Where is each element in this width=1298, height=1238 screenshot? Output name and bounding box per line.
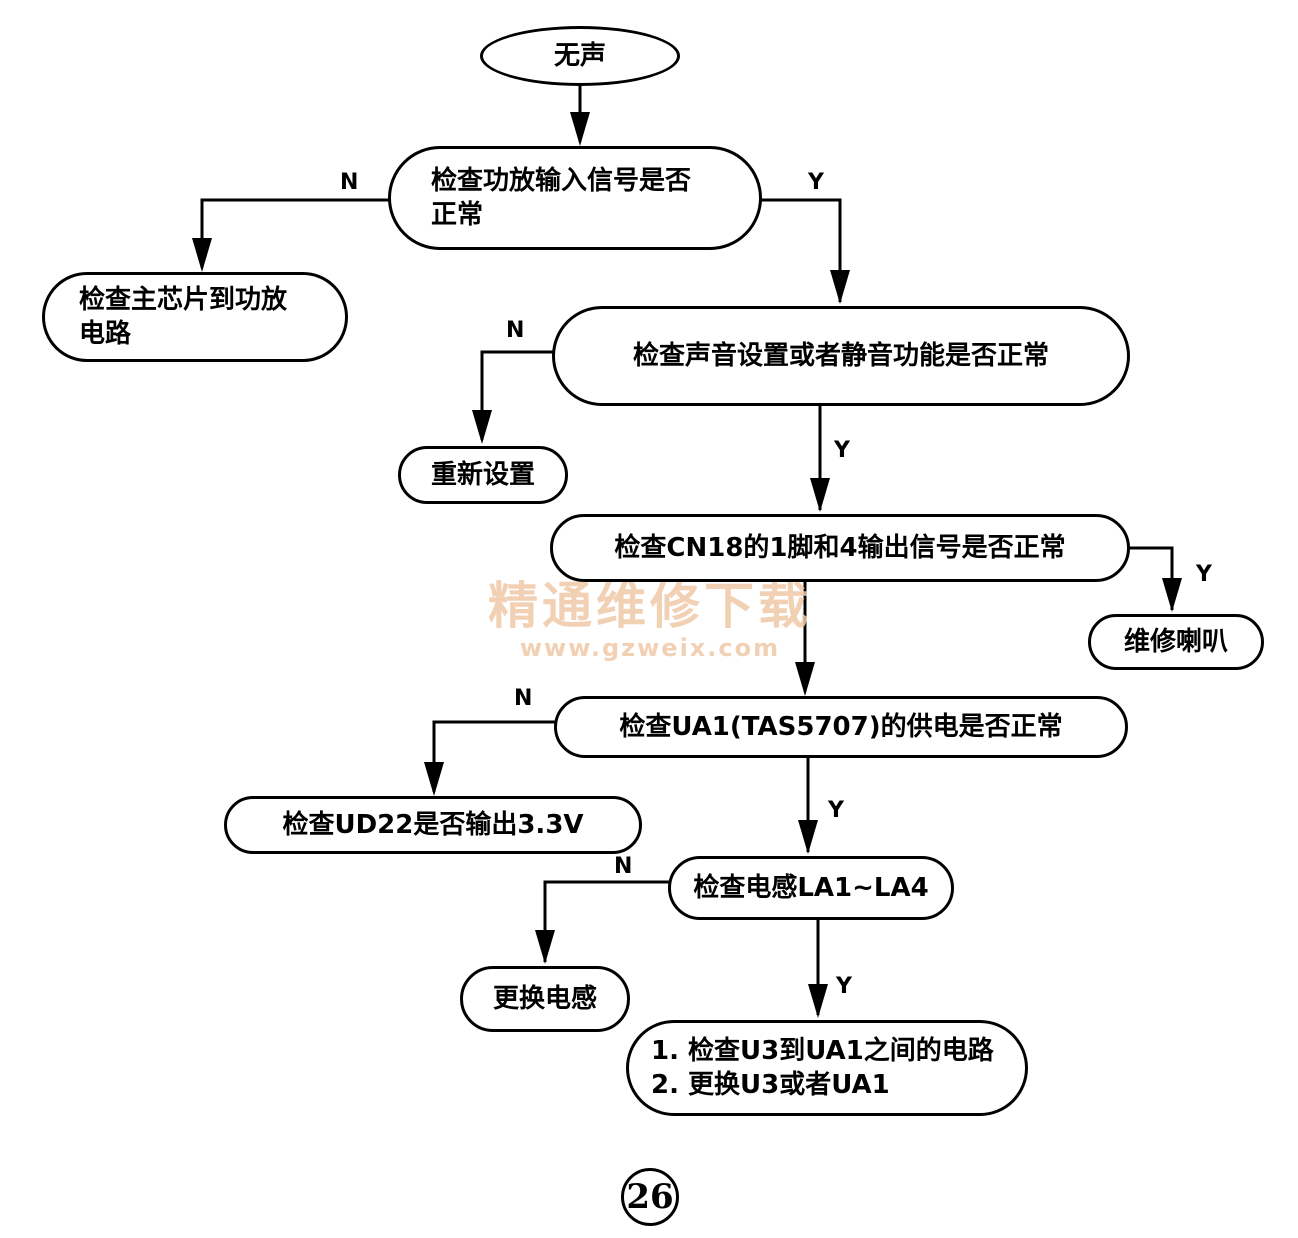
- connector-sound-no: [480, 350, 555, 440]
- node-repair-speaker: 维修喇叭: [1088, 614, 1264, 670]
- arrowhead-ua1-no: [424, 762, 444, 796]
- node-check-main-chip-line1: 检查主芯片到功放: [79, 285, 288, 315]
- arrowhead-inductor-no: [535, 930, 555, 964]
- node-check-main-chip: 检查主芯片到功放 电路: [42, 272, 348, 362]
- label-yes-amp: Y: [808, 170, 824, 195]
- connector-inductor-no: [543, 880, 670, 962]
- node-start: 无声: [480, 26, 680, 86]
- node-check-amp-input: 检查功放输入信号是否 正常: [388, 146, 762, 250]
- node-reset: 重新设置: [398, 446, 568, 504]
- node-check-sound-settings-label: 检查声音设置或者静音功能是否正常: [632, 341, 1049, 371]
- connector-amp-yes: [760, 198, 842, 302]
- arrowhead-start: [570, 112, 590, 146]
- label-yes-ua1: Y: [828, 798, 844, 823]
- arrowhead-cn18-yes: [1162, 578, 1182, 612]
- node-final-actions-line2: 2. 更换U3或者UA1: [651, 1070, 890, 1100]
- node-check-ud22: 检查UD22是否输出3.3V: [224, 796, 642, 854]
- label-yes-cn18: Y: [1196, 562, 1212, 587]
- page-number-badge: 26: [621, 1168, 679, 1226]
- label-no-inductor: N: [614, 854, 633, 879]
- node-check-amp-input-line2: 正常: [431, 200, 484, 230]
- node-replace-inductors: 更换电感: [460, 966, 630, 1032]
- connector-amp-no: [200, 198, 390, 268]
- node-check-ua1-power: 检查UA1(TAS5707)的供电是否正常: [554, 696, 1128, 758]
- node-check-ua1-power-label: 检查UA1(TAS5707)的供电是否正常: [619, 712, 1063, 742]
- node-final-actions: 1. 检查U3到UA1之间的电路 2. 更换U3或者UA1: [626, 1020, 1028, 1116]
- node-check-sound-settings: 检查声音设置或者静音功能是否正常: [552, 306, 1130, 406]
- node-check-cn18-label: 检查CN18的1脚和4输出信号是否正常: [614, 533, 1066, 563]
- label-no-ua1: N: [514, 686, 533, 711]
- arrowhead-inductor-yes: [808, 984, 828, 1018]
- label-no-amp: N: [340, 170, 359, 195]
- label-yes-sound: Y: [834, 438, 850, 463]
- arrowhead-sound-no: [472, 410, 492, 444]
- arrowhead-sound-yes: [810, 478, 830, 512]
- arrowhead-ua1-yes: [798, 820, 818, 854]
- arrowhead-amp-yes: [830, 270, 850, 304]
- node-check-inductors: 检查电感LA1~LA4: [668, 856, 954, 920]
- node-start-label: 无声: [553, 41, 606, 71]
- connector-ua1-no: [432, 720, 555, 792]
- node-check-inductors-label: 检查电感LA1~LA4: [693, 873, 929, 903]
- page-number: 26: [626, 1177, 674, 1217]
- node-check-main-chip-line2: 电路: [79, 319, 132, 349]
- node-check-ud22-label: 检查UD22是否输出3.3V: [282, 810, 584, 840]
- node-repair-speaker-label: 维修喇叭: [1123, 627, 1228, 657]
- node-check-amp-input-line1: 检查功放输入信号是否: [431, 166, 692, 196]
- node-replace-inductors-label: 更换电感: [492, 984, 597, 1014]
- node-final-actions-line1: 1. 检查U3到UA1之间的电路: [651, 1036, 994, 1066]
- arrowheads: [192, 112, 1182, 1018]
- label-yes-inductor: Y: [836, 974, 852, 999]
- node-reset-label: 重新设置: [430, 460, 535, 490]
- label-no-sound: N: [506, 318, 525, 343]
- arrowhead-cn18-down: [795, 662, 815, 696]
- arrowhead-amp-no: [192, 238, 212, 272]
- node-check-cn18: 检查CN18的1脚和4输出信号是否正常: [550, 514, 1130, 582]
